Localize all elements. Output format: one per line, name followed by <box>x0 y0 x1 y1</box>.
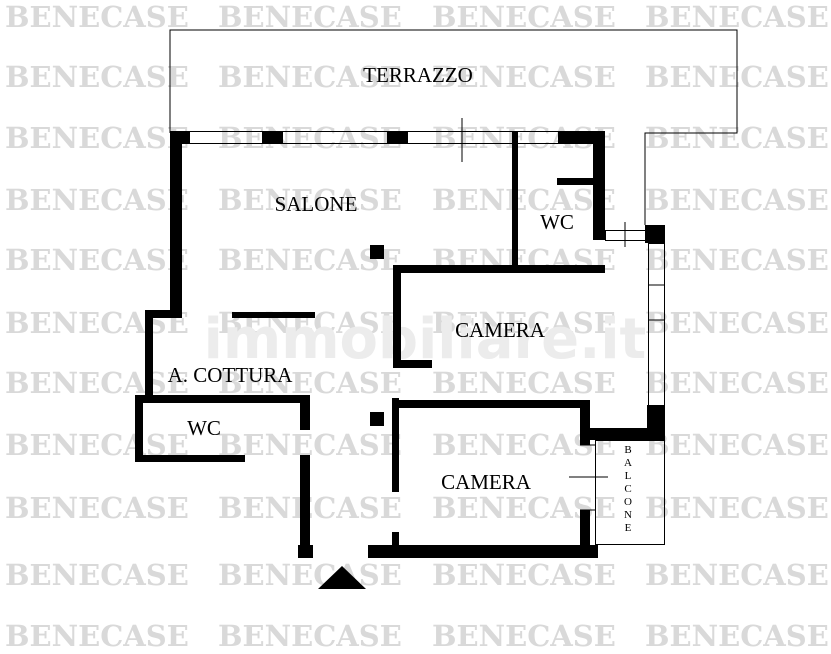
watermark-text: BENECASE <box>645 428 829 462</box>
watermark-text: BENECASE <box>5 243 189 277</box>
watermark-text: BENECASE <box>645 306 829 340</box>
watermark-text: BENECASE <box>645 183 829 217</box>
balcone-letter: B <box>624 444 631 456</box>
watermark-text: BENECASE <box>645 366 829 400</box>
watermark-text: BENECASE <box>432 0 616 34</box>
watermark-text: BENECASE <box>645 243 829 277</box>
watermark-text: BENECASE <box>5 0 189 34</box>
watermark-text: BENECASE <box>5 60 189 94</box>
watermark-text: BENECASE <box>432 619 616 653</box>
watermark-text: BENECASE <box>645 491 829 525</box>
entrance-arrow-icon <box>318 566 366 589</box>
watermark-text: BENECASE <box>5 121 189 155</box>
balcone-letter: E <box>625 522 632 534</box>
room-label-camera-lower: CAMERA <box>441 470 532 494</box>
watermark-text: BENECASE <box>5 366 189 400</box>
watermark-text: BENECASE <box>432 60 616 94</box>
room-label-cottura: A. COTTURA <box>168 363 294 387</box>
watermark-text: BENECASE <box>5 558 189 592</box>
watermark-text: BENECASE <box>5 183 189 217</box>
watermark-text: BENECASE <box>432 306 616 340</box>
watermark-text: BENECASE <box>645 0 829 34</box>
balcone-letter: C <box>624 483 631 495</box>
watermark-text: BENECASE <box>218 183 402 217</box>
balcone-letter: A <box>624 457 632 469</box>
watermark-text: BENECASE <box>5 491 189 525</box>
watermark-text: BENECASE <box>432 183 616 217</box>
room-label-wc-lower: WC <box>187 416 221 440</box>
balcone-letter: N <box>624 509 632 521</box>
watermark-text: BENECASE <box>218 0 402 34</box>
room-label-salone: SALONE <box>275 192 358 216</box>
room-label-terrazzo: TERRAZZO <box>363 63 473 87</box>
watermark-text: BENECASE <box>218 306 402 340</box>
watermark-text: BENECASE <box>432 366 616 400</box>
watermark-text: BENECASE <box>218 619 402 653</box>
balcone-letter: L <box>625 470 632 482</box>
terrace-outline <box>169 29 738 225</box>
watermark-text: BENECASE <box>218 121 402 155</box>
walls <box>135 131 665 558</box>
thin-lines <box>190 118 665 545</box>
watermark-text: BENECASE <box>218 366 402 400</box>
watermark-text: BENECASE <box>645 558 829 592</box>
watermark-text: BENECASE <box>218 60 402 94</box>
room-label-camera-upper: CAMERA <box>455 318 546 342</box>
room-label-wc-upper: WC <box>540 210 574 234</box>
watermark-text: BENECASE <box>645 619 829 653</box>
watermark-text: BENECASE <box>432 558 616 592</box>
watermark-text: BENECASE <box>218 558 402 592</box>
balcone-letter: O <box>624 496 632 508</box>
watermark-text: BENECASE <box>5 619 189 653</box>
